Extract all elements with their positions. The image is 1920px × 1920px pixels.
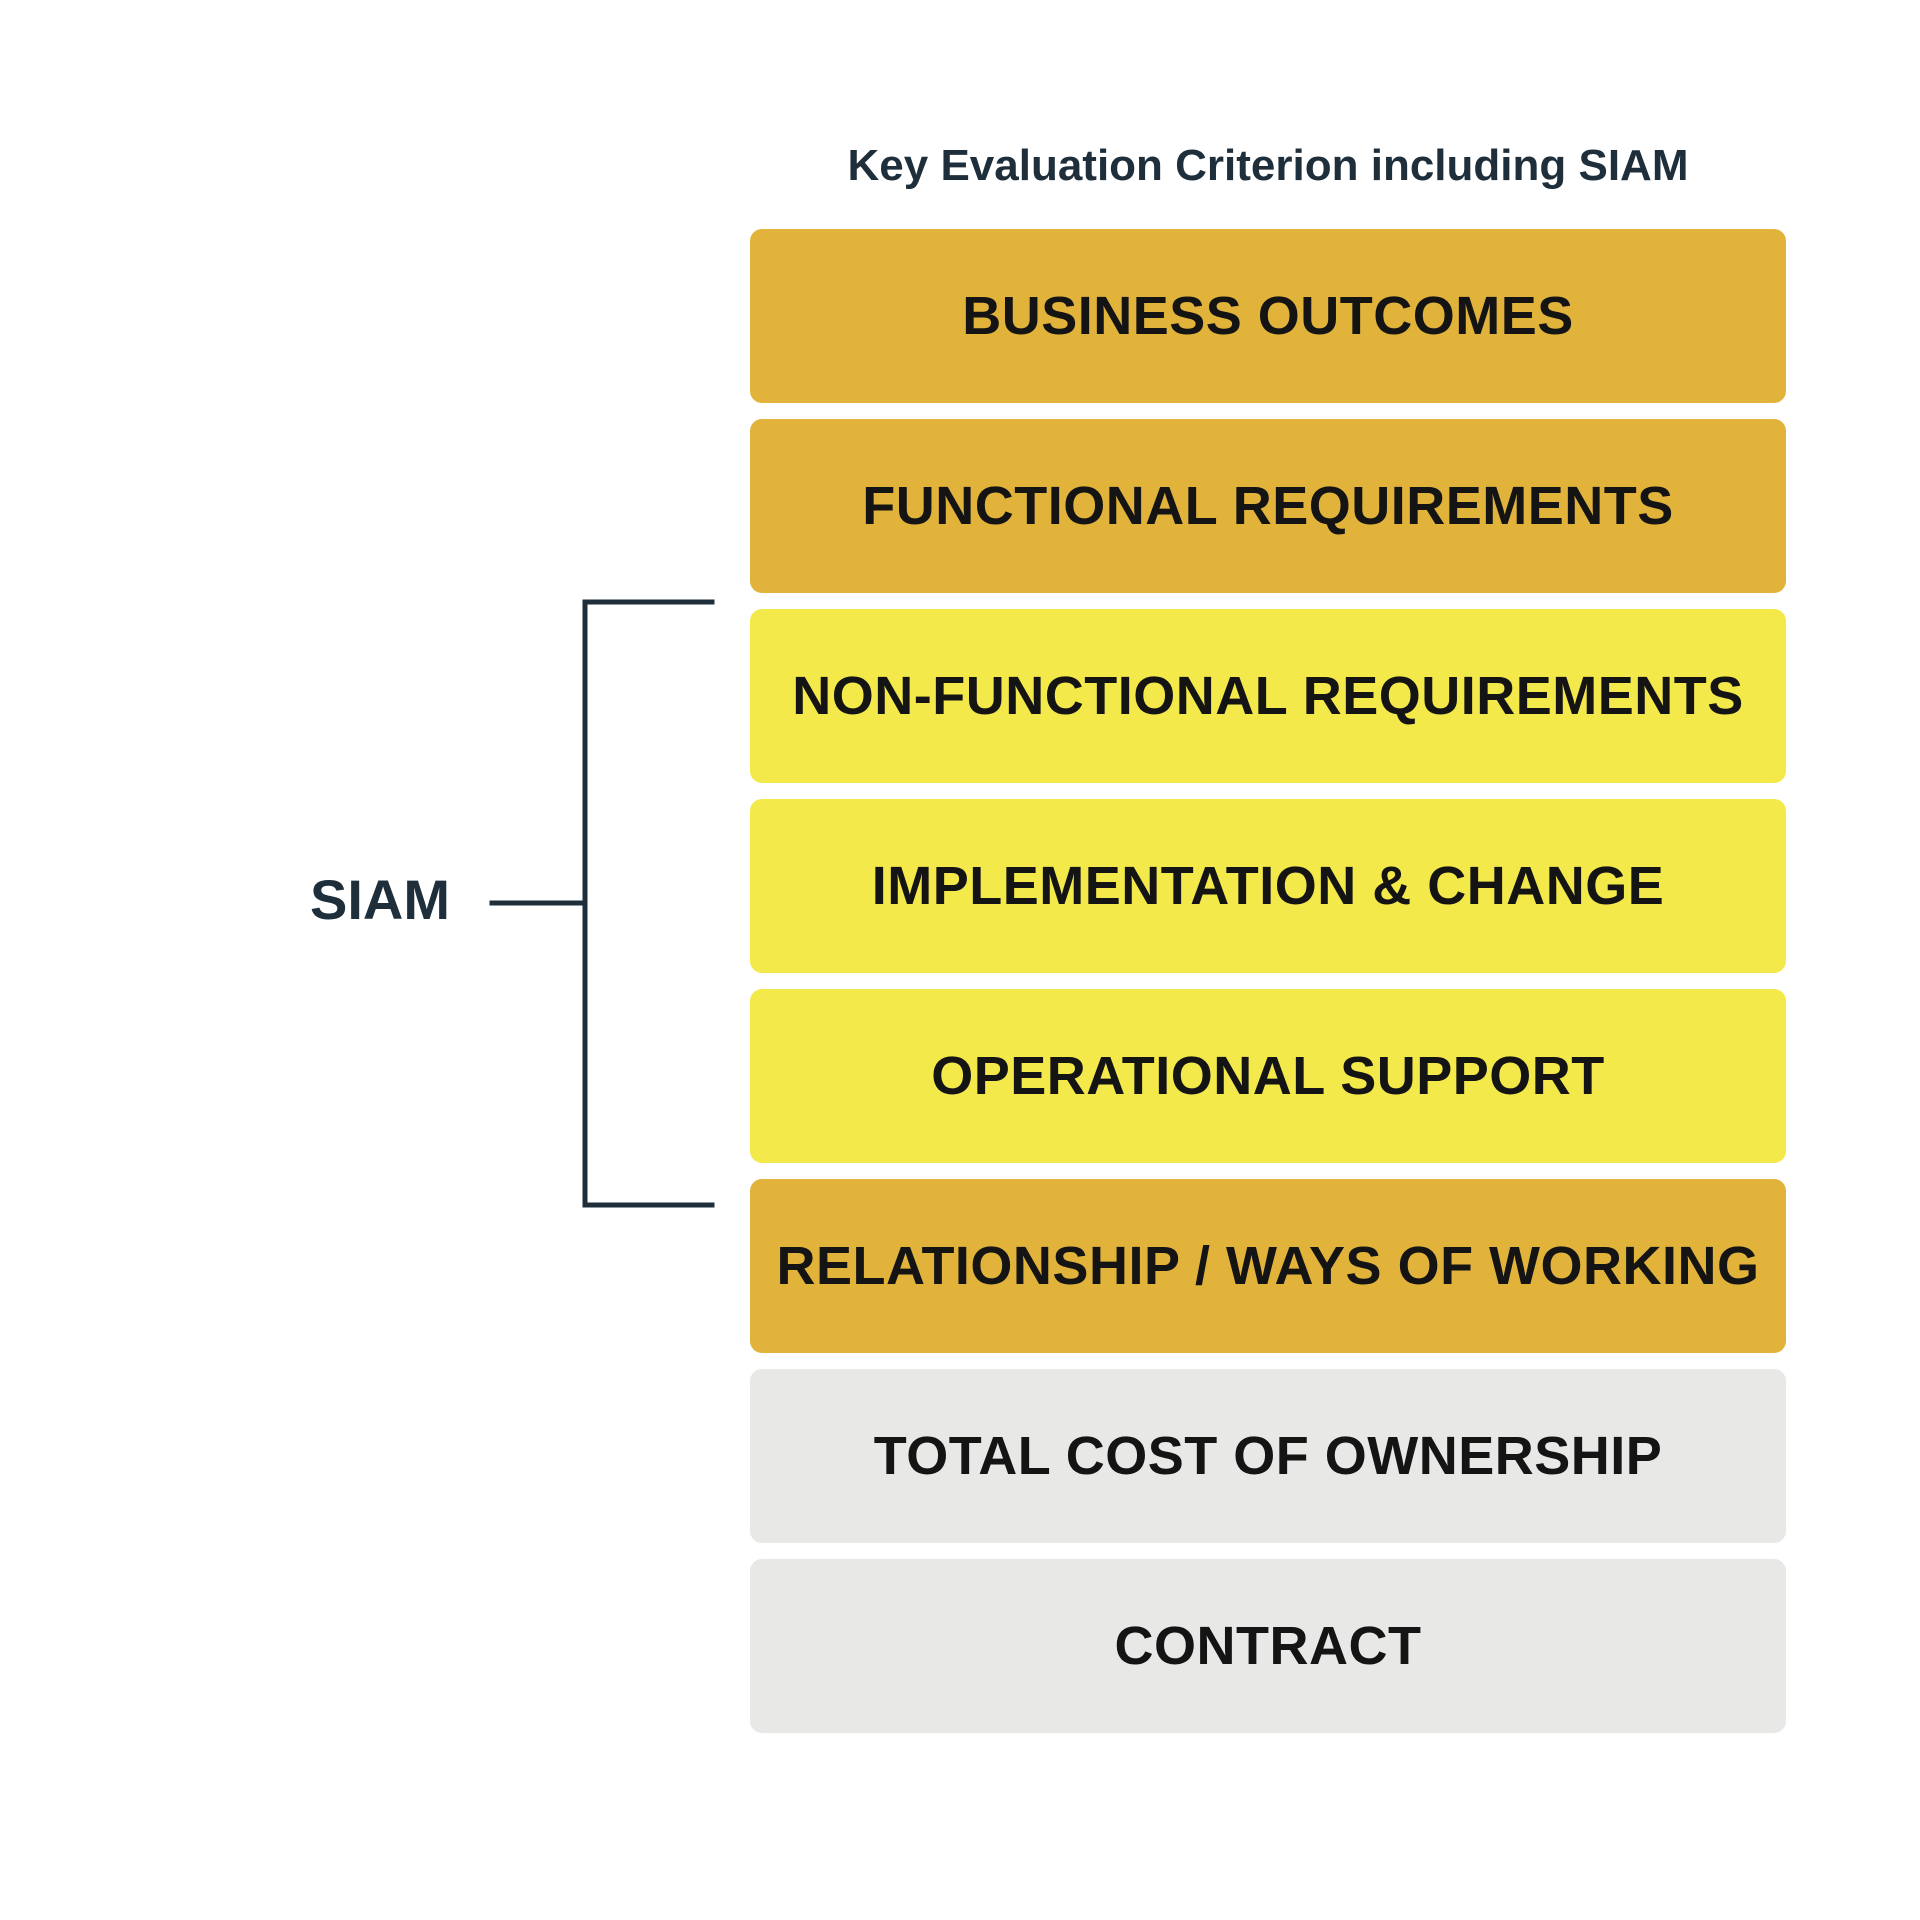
criterion-implementation-change: IMPLEMENTATION & CHANGE <box>750 799 1786 973</box>
criterion-contract: CONTRACT <box>750 1559 1786 1733</box>
criterion-functional-requirements: FUNCTIONAL REQUIREMENTS <box>750 419 1786 593</box>
criterion-total-cost-of-ownership: TOTAL COST OF OWNERSHIP <box>750 1369 1786 1543</box>
siam-label: SIAM <box>310 868 450 931</box>
diagram-title: Key Evaluation Criterion including SIAM <box>847 141 1689 190</box>
criterion-non-functional-requirements: NON-FUNCTIONAL REQUIREMENTS <box>750 609 1786 783</box>
criteria-stack: BUSINESS OUTCOMES FUNCTIONAL REQUIREMENT… <box>750 229 1786 1749</box>
criterion-relationship-ways-of-working: RELATIONSHIP / WAYS OF WORKING <box>750 1179 1786 1353</box>
criterion-business-outcomes: BUSINESS OUTCOMES <box>750 229 1786 403</box>
criterion-operational-support: OPERATIONAL SUPPORT <box>750 989 1786 1163</box>
